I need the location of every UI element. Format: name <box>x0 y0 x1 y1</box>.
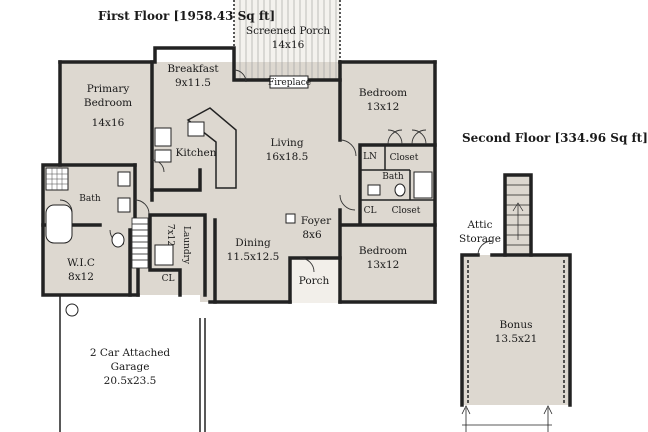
bedroom-1-label: Bedroom 13x12 <box>358 87 408 113</box>
laundry-label: Laundry <box>181 225 191 265</box>
kitchen-label: Kitchen <box>175 147 217 159</box>
arrows-second-floor <box>461 405 553 432</box>
breakfast-label: Breakfast 9x11.5 <box>167 63 219 89</box>
foyer-label: Foyer 8x6 <box>300 215 332 241</box>
garage-area <box>60 295 200 432</box>
fireplace-label: Fireplace <box>268 78 312 88</box>
door-swings <box>59 69 427 273</box>
wic-label: W.I.C 8x12 <box>67 257 95 283</box>
fireplace-box <box>269 75 309 89</box>
closet-2-label: Closet <box>391 206 421 216</box>
dining-label: Dining 11.5x12.5 <box>226 237 280 263</box>
tub <box>45 204 73 244</box>
first-floor-area: [1958.43 Sq ft] <box>173 9 276 23</box>
foyer-marker <box>285 213 296 224</box>
hall-bath-label: Bath <box>382 172 404 182</box>
floor-plan: First Floor [1958.43 Sq ft] Second Floor… <box>41 0 648 432</box>
screened-porch-label: Screened Porch 14x16 <box>245 25 331 51</box>
garage-walls <box>59 295 206 432</box>
stairs-second-floor <box>505 184 531 246</box>
attic-storage-label: Attic Storage <box>459 219 501 245</box>
second-floor-area: [334.96 Sq ft] <box>554 131 648 145</box>
interior-walls <box>41 60 437 304</box>
primary-bedroom-label: Primary Bedroom <box>83 83 133 109</box>
porch-label: Porch <box>298 275 330 287</box>
second-floor-header: Second Floor [334.96 Sq ft] <box>462 130 648 146</box>
sink <box>187 121 205 137</box>
range <box>154 127 172 147</box>
porch-area <box>290 258 340 303</box>
laundry-cl-label: CL <box>161 274 175 284</box>
second-floor-title: Second Floor <box>462 131 551 145</box>
toilet <box>111 232 125 248</box>
primary-bedroom-dims: 14x16 <box>91 117 125 129</box>
laundry-dims: 7x12 <box>165 223 175 247</box>
stairs-first-floor <box>131 217 149 269</box>
primary-bath-label: Bath <box>79 194 101 204</box>
water-heater <box>65 303 79 317</box>
screened-porch-hatching <box>239 0 337 80</box>
garage-label: 2 Car Attached Garage 20.5x23.5 <box>89 347 171 387</box>
closet-1-label: Closet <box>389 153 419 163</box>
second-floor-walls <box>460 173 572 407</box>
ln-label: LN <box>363 152 377 162</box>
living-label: Living 16x18.5 <box>265 137 309 163</box>
room-fills <box>43 0 570 432</box>
bonus-area <box>462 255 570 405</box>
toilet-hall <box>394 183 406 197</box>
floor-plan-drawing <box>41 0 572 432</box>
hall-cl-label: CL <box>363 206 377 216</box>
bonus-label: Bonus 13.5x21 <box>494 319 538 345</box>
fixtures <box>45 121 433 317</box>
exterior-walls <box>41 0 437 304</box>
first-floor-title: First Floor <box>98 9 170 23</box>
bedroom-2-label: Bedroom 13x12 <box>358 245 408 271</box>
first-floor-header: First Floor [1958.43 Sq ft] <box>98 8 275 24</box>
